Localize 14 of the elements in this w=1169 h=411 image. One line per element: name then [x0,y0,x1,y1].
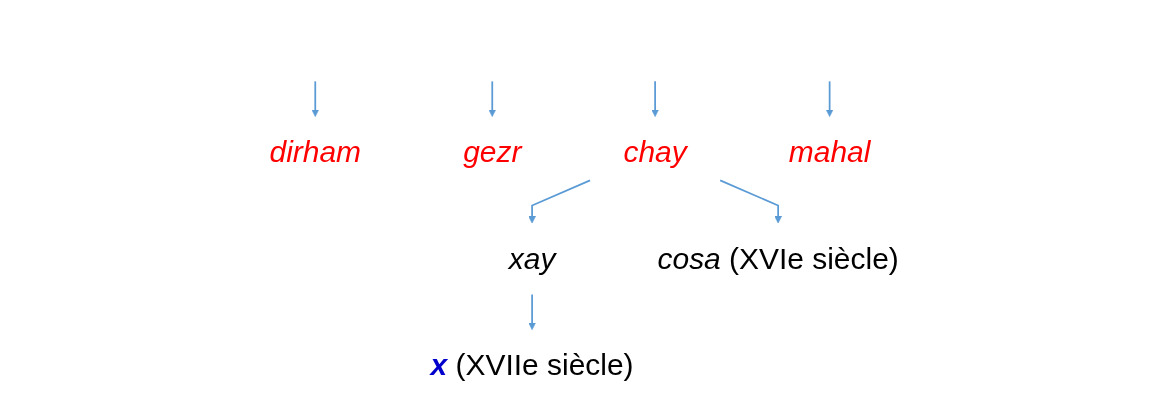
node-text: gezr [463,135,522,169]
node-text: dirham [269,135,362,169]
arrow [826,80,834,117]
node-text: x (XVIIe siècle) [430,348,634,382]
arrow [488,80,497,117]
arrow [651,80,660,117]
node-text: chay [623,135,688,169]
node-text: xay [509,241,556,276]
arrow [528,293,537,330]
node-text: mahal [789,135,871,169]
arrow [311,80,320,117]
arrow [528,179,592,224]
node-text: cosa (XVIe siècle) [657,241,900,276]
arrow [719,179,783,224]
